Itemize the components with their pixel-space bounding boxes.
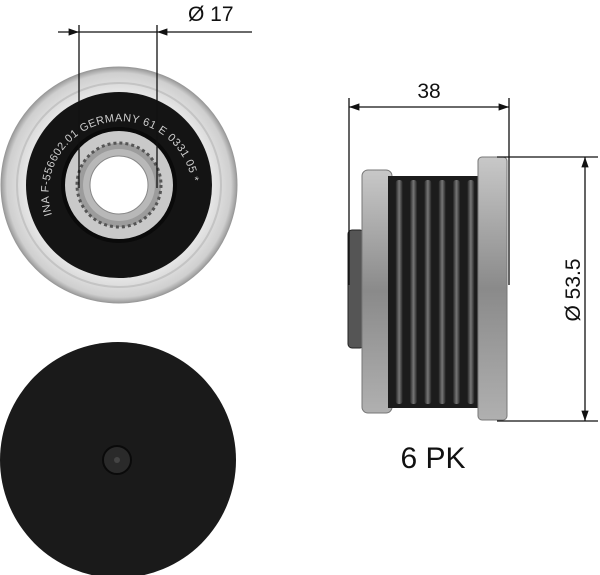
pulley-rib	[395, 180, 403, 404]
pulley-front-view: INA F-556602.01 GERMANY 61 E 0331 05 *	[0, 66, 238, 304]
pulley-rib	[467, 180, 475, 404]
width-label: 38	[417, 80, 440, 103]
pulley-rib	[424, 180, 432, 404]
bore-diameter-label: Ø 17	[188, 3, 234, 26]
profile-label: 6 PK	[400, 442, 465, 475]
pulley-rib	[409, 180, 418, 404]
width-dimension: 38	[348, 80, 510, 285]
outer-diameter-dimension: Ø 53.5	[497, 156, 598, 422]
bore-dimension: Ø 17	[58, 3, 252, 188]
bore-hole	[89, 155, 149, 215]
outer-diameter-label: Ø 53.5	[562, 258, 585, 321]
pulley-rib	[452, 180, 461, 404]
pulley-side-view	[347, 156, 508, 421]
pulley-rib	[438, 180, 446, 404]
dust-cap	[0, 342, 236, 575]
